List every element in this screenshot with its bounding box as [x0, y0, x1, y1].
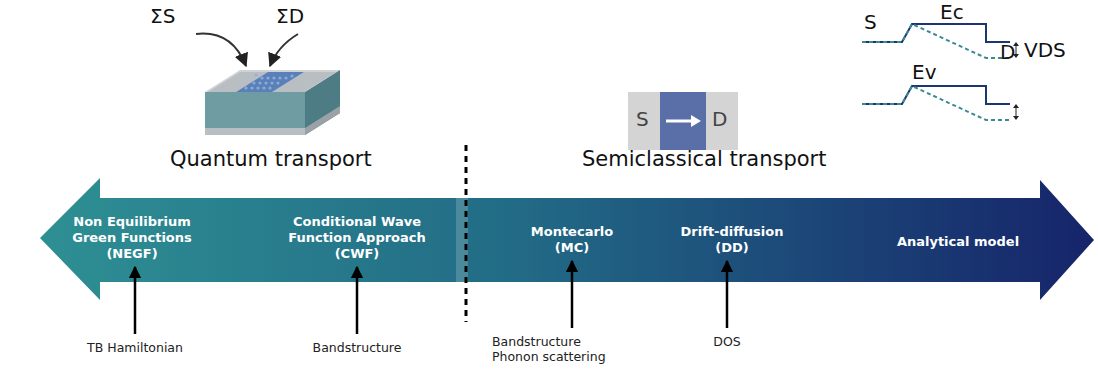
- method-label: Conditional Wave Function Approach (CWF): [277, 212, 437, 264]
- divider: [465, 145, 468, 322]
- input-arrow: [356, 267, 359, 334]
- input-label: DOS: [697, 332, 757, 351]
- method-label: Drift-diffusion (DD): [662, 222, 802, 258]
- node-text: Montecarlo (MC): [519, 224, 625, 256]
- section-title: Quantum transport: [170, 147, 372, 171]
- node-text: DOS: [699, 334, 755, 349]
- node-text: Conditional Wave Function Approach (CWF): [279, 214, 435, 262]
- band-diagram: [862, 24, 1019, 120]
- symbol-label: D: [1000, 40, 1015, 64]
- node-text: Non Equilibrium Green Functions (NEGF): [64, 214, 200, 262]
- section-title: Semiclassical transport: [582, 147, 826, 171]
- input-arrow: [134, 267, 137, 334]
- node-text: TB Hamiltonian: [72, 340, 198, 355]
- node-text: Bandstructure Phonon scattering: [492, 334, 612, 364]
- symbol-label: S: [864, 10, 877, 34]
- symbol-label: ΣD: [276, 4, 304, 28]
- input-label: Bandstructure Phonon scattering: [490, 332, 614, 366]
- device-3d: [196, 34, 340, 135]
- scale-band: [40, 178, 1094, 300]
- symbol-label: ΣS: [150, 4, 175, 28]
- node-text: Drift-diffusion (DD): [664, 224, 800, 256]
- symbol-label: Ec: [940, 0, 964, 24]
- input-label: TB Hamiltonian: [70, 338, 200, 357]
- method-label: Non Equilibrium Green Functions (NEGF): [62, 212, 202, 264]
- method-label: Analytical model: [883, 232, 1033, 252]
- node-text: Bandstructure: [299, 340, 415, 355]
- symbol-label: S: [636, 107, 649, 131]
- method-label: Montecarlo (MC): [517, 222, 627, 258]
- input-arrow: [726, 261, 729, 328]
- channel-box: [628, 92, 738, 150]
- input-label: Bandstructure: [297, 338, 417, 357]
- node-text: Analytical model: [885, 234, 1031, 250]
- symbol-label: D: [712, 107, 727, 131]
- symbol-label: Ev: [912, 60, 936, 84]
- input-arrow: [571, 261, 574, 328]
- symbol-label: VDS: [1024, 38, 1066, 62]
